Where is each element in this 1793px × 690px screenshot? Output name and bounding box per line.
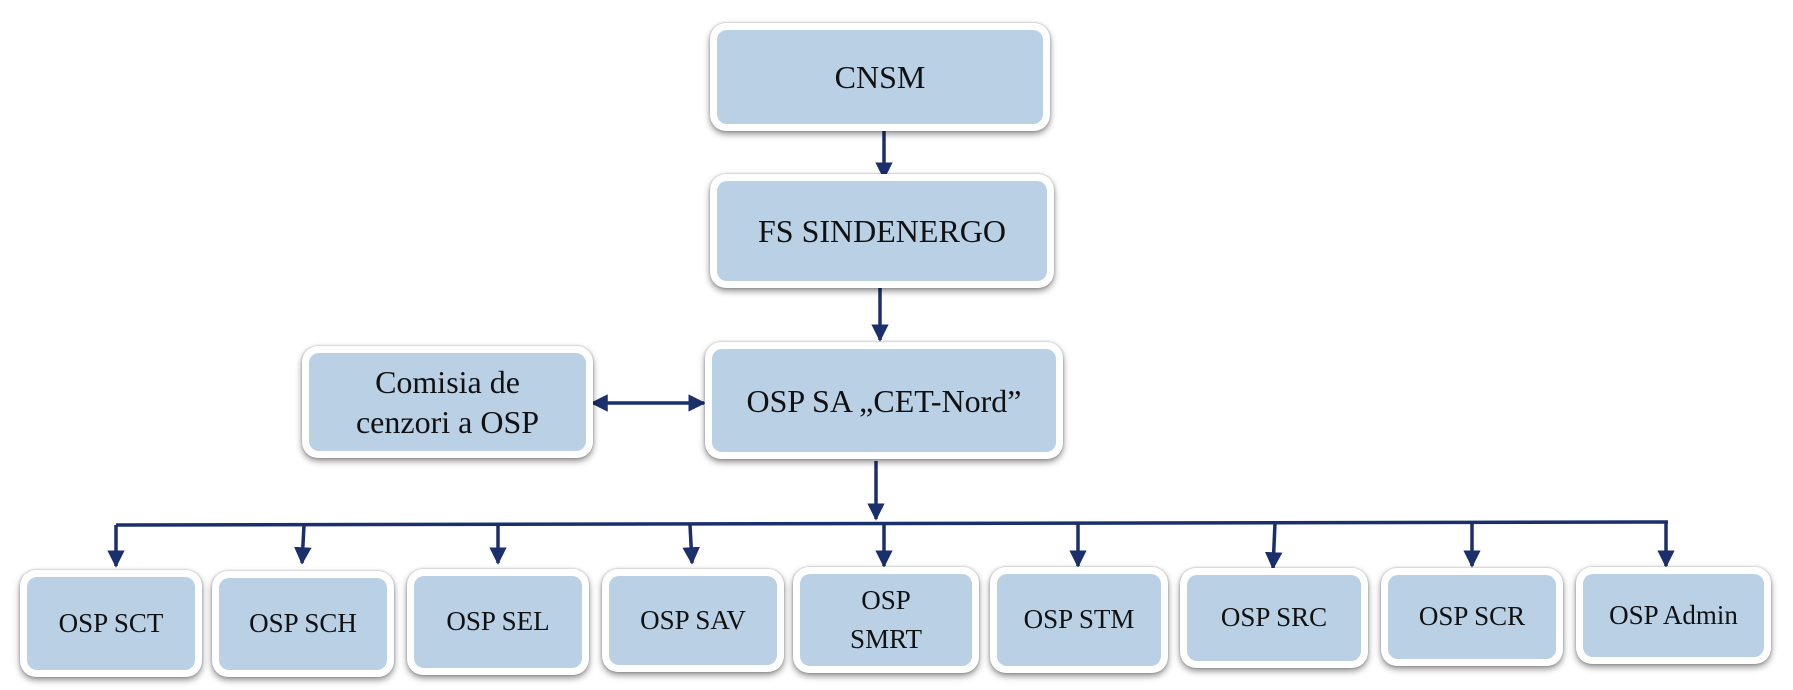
node-cnsm-label: CNSM — [834, 59, 926, 95]
node-osp-cet-nord-label: OSP SA „CET-Nord” — [746, 382, 1022, 419]
unit-osp-scr: OSP SCR — [1381, 568, 1563, 666]
node-osp-cet-nord-box: OSP SA „CET-Nord” — [712, 349, 1056, 452]
unit-osp-smrt: OSP SMRT — [793, 567, 979, 673]
unit-osp-sav: OSP SAV — [602, 569, 784, 672]
node-comisia-cenzori: Comisia de cenzori a OSP — [302, 346, 593, 458]
unit-osp-sch: OSP SCH — [212, 571, 394, 677]
node-osp-cet-nord: OSP SA „CET-Nord” — [705, 342, 1063, 459]
arrow-bus-to-sav — [682, 524, 700, 565]
unit-osp-stm: OSP STM — [990, 567, 1168, 673]
unit-osp-src-box: OSP SRC — [1187, 575, 1361, 661]
unit-osp-sct: OSP SCT — [20, 570, 202, 677]
arrow-bus-to-src — [1264, 522, 1283, 570]
unit-osp-sct-label: OSP SCT — [58, 607, 164, 638]
unit-osp-sel: OSP SEL — [407, 569, 589, 675]
unit-osp-smrt-label: OSP SMRT — [850, 584, 922, 654]
unit-osp-stm-label: OSP STM — [1023, 604, 1135, 635]
arrow-bus-to-sch — [294, 524, 312, 565]
unit-osp-src-label: OSP SRC — [1220, 602, 1328, 633]
node-cnsm: CNSM — [710, 23, 1050, 131]
unit-osp-sch-label: OSP SCH — [249, 608, 357, 639]
unit-osp-stm-box: OSP STM — [997, 574, 1161, 666]
unit-osp-scr-box: OSP SCR — [1388, 575, 1556, 659]
unit-osp-admin-box: OSP Admin — [1583, 574, 1764, 657]
node-comisia-cenzori-label: Comisia de cenzori a OSP — [355, 364, 540, 440]
unit-osp-scr-label: OSP SCR — [1418, 601, 1526, 632]
unit-osp-admin-label: OSP Admin — [1609, 599, 1738, 630]
unit-osp-smrt-box: OSP SMRT — [800, 574, 972, 666]
unit-osp-admin: OSP Admin — [1576, 567, 1771, 664]
unit-osp-sav-box: OSP SAV — [609, 576, 777, 665]
unit-osp-sch-box: OSP SCH — [219, 578, 387, 670]
node-comisia-cenzori-box: Comisia de cenzori a OSP — [309, 353, 586, 451]
unit-osp-sav-label: OSP SAV — [640, 604, 746, 635]
unit-osp-sel-label: OSP SEL — [446, 606, 550, 637]
node-fs-sindenergo-label: FS SINDENERGO — [757, 213, 1007, 249]
node-fs-sindenergo-box: FS SINDENERGO — [717, 181, 1047, 281]
node-fs-sindenergo: FS SINDENERGO — [710, 174, 1054, 288]
distribution-bus — [115, 520, 1669, 527]
unit-osp-sct-box: OSP SCT — [27, 577, 195, 670]
unit-osp-sel-box: OSP SEL — [414, 576, 582, 668]
unit-osp-src: OSP SRC — [1180, 568, 1368, 668]
node-cnsm-box: CNSM — [717, 30, 1043, 124]
